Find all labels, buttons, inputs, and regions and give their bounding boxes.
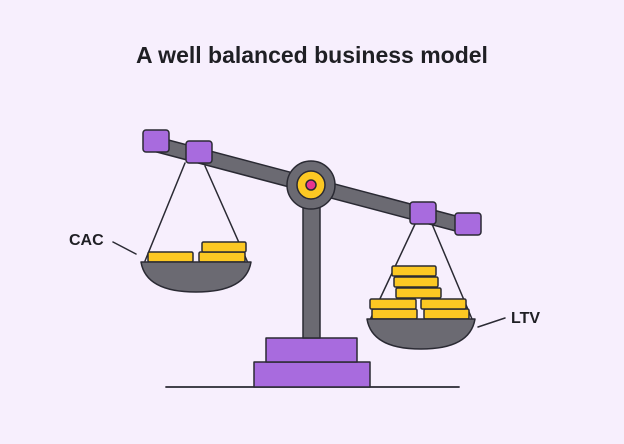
left-coin-stack xyxy=(147,241,247,263)
ltv-leader-line xyxy=(477,317,506,328)
gold-coin-icon xyxy=(201,241,247,253)
gold-coin-icon xyxy=(393,276,439,288)
left-pan xyxy=(140,261,252,293)
scale-post xyxy=(302,189,321,339)
beam-end-cap-left xyxy=(142,129,170,153)
gold-coin-icon xyxy=(420,298,467,310)
gold-coin-icon xyxy=(147,251,194,263)
label-ltv: LTV xyxy=(511,310,541,327)
gold-coin-icon xyxy=(423,308,470,320)
right-pan xyxy=(366,318,476,350)
hanger-cap-left xyxy=(185,140,213,164)
scale-base-top xyxy=(265,337,358,363)
page-title: A well balanced business model xyxy=(136,42,488,68)
gold-coin-icon xyxy=(198,251,246,263)
gold-coin-icon xyxy=(395,287,442,299)
cac-leader-line xyxy=(112,241,137,255)
pivot-dot xyxy=(305,179,317,191)
label-cac: CAC xyxy=(69,232,104,249)
gold-coin-icon xyxy=(371,308,418,320)
gold-coin-icon xyxy=(369,298,417,310)
beam-end-cap-right xyxy=(454,212,482,236)
right-coin-stack xyxy=(369,265,470,320)
gold-coin-icon xyxy=(391,265,437,277)
hanger-cap-right xyxy=(409,201,437,225)
scale-base-bottom xyxy=(253,361,371,388)
